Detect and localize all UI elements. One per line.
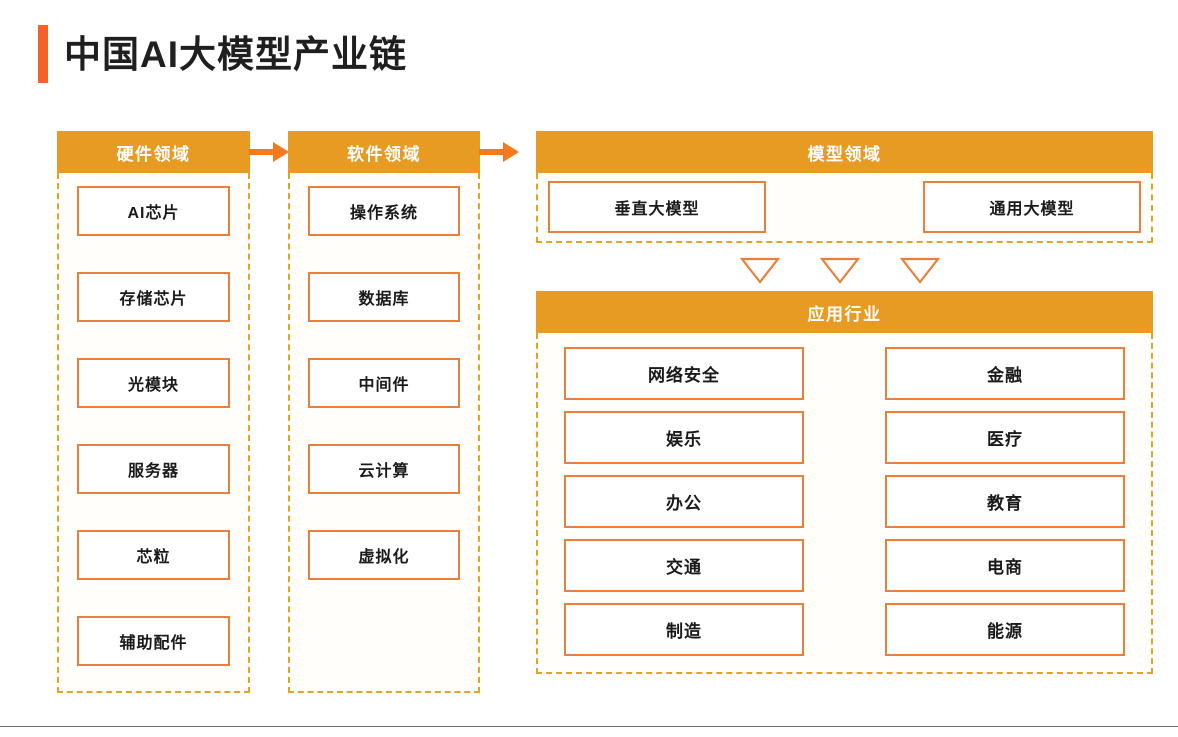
arrow-right-icon-software-to-model <box>479 141 519 163</box>
item-application-3[interactable]: 医疗 <box>885 411 1125 464</box>
title-text: 中国AI大模型产业链 <box>64 33 407 75</box>
section-body-hardware: AI芯片 存储芯片 光模块 服务器 芯粒 辅助配件 <box>57 173 250 693</box>
item-software-4[interactable]: 虚拟化 <box>308 530 460 580</box>
arrow-right-icon <box>479 142 519 162</box>
section-body-applications: 网络安全 金融 娱乐 医疗 办公 教育 交通 电商 制造 能源 <box>536 333 1153 674</box>
section-model: 模型领域 垂直大模型 通用大模型 <box>536 131 1153 243</box>
item-application-6[interactable]: 交通 <box>564 539 804 592</box>
page-title: 中国AI大模型产业链 <box>38 24 407 84</box>
item-hardware-3[interactable]: 服务器 <box>77 444 230 494</box>
section-body-model: 垂直大模型 通用大模型 <box>536 173 1153 243</box>
section-header-model: 模型领域 <box>536 131 1153 173</box>
title-accent-bar <box>38 25 48 83</box>
section-applications: 应用行业 网络安全 金融 娱乐 医疗 办公 教育 交通 电商 制造 能源 <box>536 291 1153 674</box>
item-application-9[interactable]: 能源 <box>885 603 1125 656</box>
section-header-hardware: 硬件领域 <box>57 131 250 173</box>
section-body-software: 操作系统 数据库 中间件 云计算 虚拟化 <box>288 173 480 693</box>
item-hardware-2[interactable]: 光模块 <box>77 358 230 408</box>
item-hardware-1[interactable]: 存储芯片 <box>77 272 230 322</box>
item-hardware-4[interactable]: 芯粒 <box>77 530 230 580</box>
item-application-7[interactable]: 电商 <box>885 539 1125 592</box>
item-application-2[interactable]: 娱乐 <box>564 411 804 464</box>
item-application-4[interactable]: 办公 <box>564 475 804 528</box>
item-model-1[interactable]: 通用大模型 <box>923 181 1141 233</box>
section-software: 软件领域 操作系统 数据库 中间件 云计算 虚拟化 <box>288 131 480 693</box>
arrow-right-icon <box>249 142 289 162</box>
item-application-8[interactable]: 制造 <box>564 603 804 656</box>
item-application-1[interactable]: 金融 <box>885 347 1125 400</box>
item-software-2[interactable]: 中间件 <box>308 358 460 408</box>
triangle-down-icon-2 <box>820 257 860 284</box>
item-software-0[interactable]: 操作系统 <box>308 186 460 236</box>
triangle-down-icon-3 <box>900 257 940 284</box>
connector-triangles <box>740 256 940 286</box>
section-header-applications: 应用行业 <box>536 291 1153 333</box>
section-header-software: 软件领域 <box>288 131 480 173</box>
item-application-0[interactable]: 网络安全 <box>564 347 804 400</box>
item-hardware-0[interactable]: AI芯片 <box>77 186 230 236</box>
item-software-1[interactable]: 数据库 <box>308 272 460 322</box>
arrow-right-icon-hardware-to-software <box>249 141 289 163</box>
section-hardware: 硬件领域 AI芯片 存储芯片 光模块 服务器 芯粒 辅助配件 <box>57 131 250 693</box>
triangle-down-icon-1 <box>740 257 780 284</box>
footer-divider <box>0 726 1178 727</box>
item-hardware-5[interactable]: 辅助配件 <box>77 616 230 666</box>
item-application-5[interactable]: 教育 <box>885 475 1125 528</box>
item-model-0[interactable]: 垂直大模型 <box>548 181 766 233</box>
item-software-3[interactable]: 云计算 <box>308 444 460 494</box>
